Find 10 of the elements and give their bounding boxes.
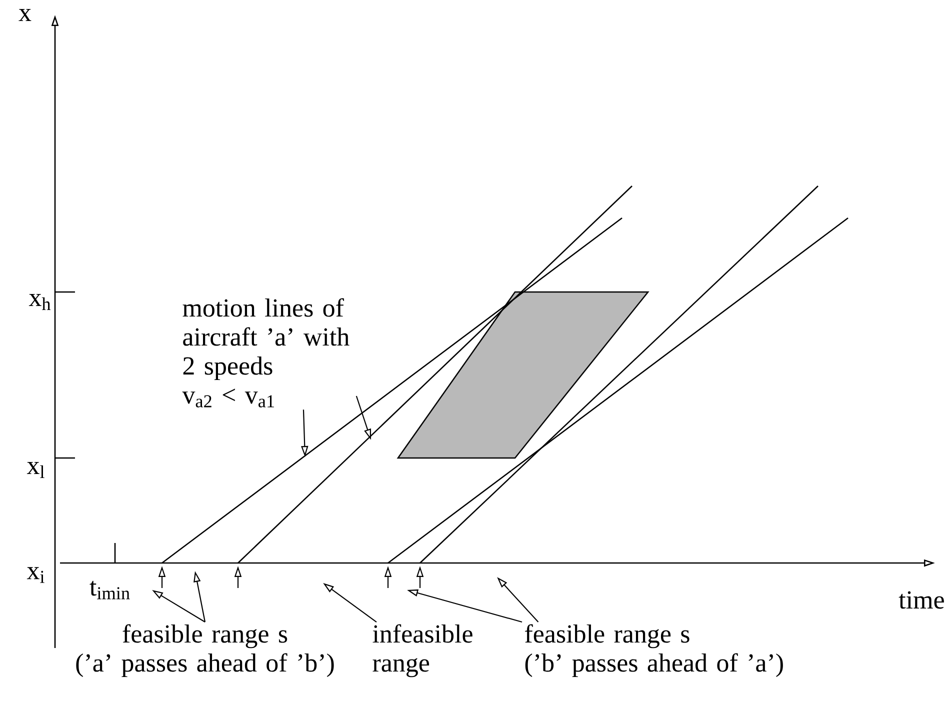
axis-label: x$_{h}$	[28, 294, 51, 310]
annotation-text: feasible range s (’b’ passes ahead of ’a’)	[525, 624, 783, 678]
axis-label: x$_{i}$	[26, 567, 44, 583]
annotation-text: feasible range s (’a’ passes ahead of ’b’)	[76, 624, 334, 678]
annotation-text: infeasible range	[372, 624, 472, 678]
axis-label: t$_{imin}$	[90, 580, 130, 600]
axis-label: x	[18, 9, 32, 21]
axis-label: time	[898, 591, 944, 609]
annotation-text: motion lines of aircraft ’a’ with 2 speeds v$_{a2}$ < v$_{a1}$	[182, 298, 350, 408]
axis-label: x$_{l}$	[26, 462, 44, 478]
